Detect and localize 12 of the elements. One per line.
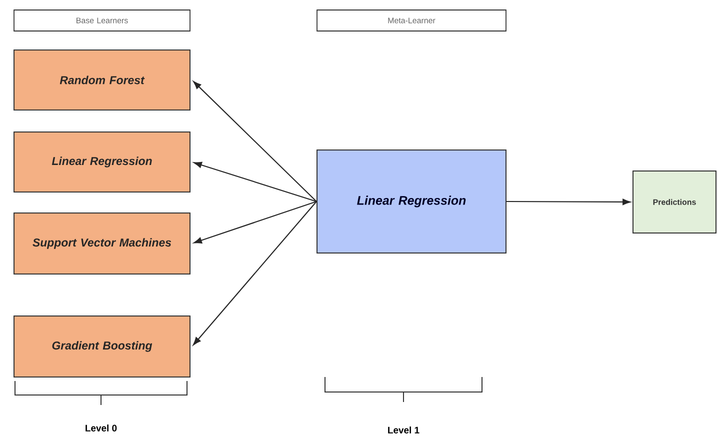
process-box: Linear Regression: [316, 150, 506, 254]
arrow: [506, 198, 631, 206]
process-box: Support Vector Machines: [14, 212, 190, 274]
level-label: Level 0: [86, 424, 117, 432]
arrow: [194, 162, 317, 202]
arrow: [194, 200, 317, 244]
process-box: Random Forest: [14, 50, 190, 110]
process-box: Gradient Boosting: [14, 316, 190, 378]
level-label: Level 1: [388, 426, 420, 434]
arrow: [193, 81, 317, 202]
process-box: Linear Regression: [14, 132, 190, 192]
arrow: [193, 201, 317, 346]
